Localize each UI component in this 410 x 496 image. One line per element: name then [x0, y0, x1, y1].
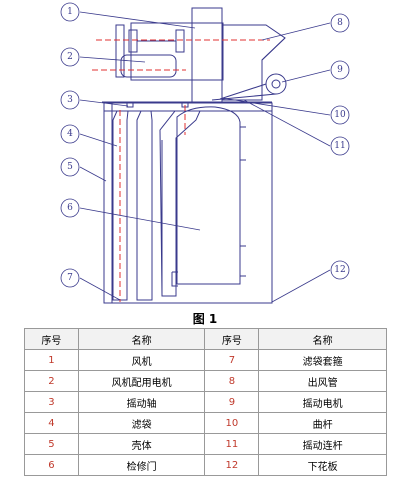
leader-10 [221, 97, 331, 116]
index-cell: 6 [24, 454, 79, 476]
filter-bag-1 [112, 110, 129, 301]
name-cell: 摇动连杆 [258, 433, 387, 455]
index-cell: 4 [24, 412, 79, 434]
callout-label-12: 12 [334, 265, 345, 275]
leader-9 [281, 69, 331, 83]
shaking-motor-hub [271, 79, 281, 89]
callout-label-2: 2 [67, 52, 73, 62]
callout-label-1: 1 [67, 7, 73, 17]
outlet-pipe-seam [261, 37, 286, 61]
motor-mount [115, 24, 125, 78]
door-handle [171, 271, 178, 287]
index-cell: 5 [24, 433, 79, 455]
callout-circle-8 [330, 13, 350, 33]
index-cell: 7 [204, 349, 260, 371]
callout-circle-1 [60, 2, 80, 22]
filter-bag-3 [159, 110, 201, 297]
bag-filter-diagram: 1 2 3 4 5 6 7 8 9 10 11 12 [60, 2, 350, 304]
name-cell: 摇动轴 [77, 391, 206, 413]
index-cell: 3 [24, 391, 79, 413]
callout-circle-10 [330, 105, 350, 125]
callout-circle-5 [60, 157, 80, 177]
name-cell: 滤袋套箍 [258, 349, 387, 371]
name-cell: 风机配用电机 [77, 370, 206, 392]
leader-2 [79, 56, 146, 63]
name-cell: 风机 [77, 349, 206, 371]
callout-circle-3 [60, 90, 80, 110]
leader-6 [79, 207, 201, 231]
header-name-a: 名称 [77, 328, 206, 350]
leader-11 [243, 99, 331, 147]
name-cell: 摇动电机 [258, 391, 387, 413]
leader-5 [79, 166, 107, 182]
name-cell: 滤袋 [77, 412, 206, 434]
header-index-a: 序号 [24, 328, 79, 350]
callout-label-5: 5 [67, 162, 73, 172]
callout-label-6: 6 [67, 203, 73, 213]
table-row: 2 风机配用电机 8 出风管 [24, 370, 387, 392]
callout-label-7: 7 [67, 273, 73, 283]
callout-label-11: 11 [334, 141, 345, 151]
parts-table: 序号 名称 序号 名称 1 风机 7 滤袋套箍 2 风机配用电机 8 出风管 3… [24, 328, 387, 476]
callout-label-9: 9 [337, 65, 343, 75]
figure-caption: 图 1 [192, 312, 218, 326]
callout-label-8: 8 [337, 18, 343, 28]
table-row: 5 壳体 11 摇动连杆 [24, 433, 387, 455]
filter-bag-2 [136, 110, 153, 301]
shaking-linkage [211, 93, 277, 101]
callout-label-10: 10 [334, 110, 346, 120]
index-cell: 8 [204, 370, 260, 392]
header-name-b: 名称 [258, 328, 387, 350]
pulley-right [175, 29, 185, 53]
index-cell: 1 [24, 349, 79, 371]
fan-housing [191, 7, 223, 104]
fan-motor [120, 54, 177, 78]
leader-8 [261, 22, 331, 41]
index-cell: 12 [204, 454, 260, 476]
leader-1 [79, 11, 196, 29]
header-index-b: 序号 [204, 328, 260, 350]
table-row: 1 风机 7 滤袋套箍 [24, 349, 387, 371]
callout-circle-12 [330, 260, 350, 280]
access-door [176, 106, 241, 285]
index-cell: 10 [204, 412, 260, 434]
callout-circle-11 [330, 136, 350, 156]
name-cell: 检修门 [77, 454, 206, 476]
name-cell: 下花板 [258, 454, 387, 476]
table-row: 3 摇动轴 9 摇动电机 [24, 391, 387, 413]
index-cell: 11 [204, 433, 260, 455]
index-cell: 9 [204, 391, 260, 413]
name-cell: 出风管 [258, 370, 387, 392]
table-row: 6 检修门 12 下花板 [24, 454, 387, 476]
name-cell: 曲杆 [258, 412, 387, 434]
table-header-row: 序号 名称 序号 名称 [24, 328, 387, 350]
callout-circle-9 [330, 60, 350, 80]
callout-circle-4 [60, 124, 80, 144]
index-cell: 2 [24, 370, 79, 392]
name-cell: 壳体 [77, 433, 206, 455]
table-row: 4 滤袋 10 曲杆 [24, 412, 387, 434]
callout-circle-2 [60, 47, 80, 67]
pulley-left [128, 29, 138, 53]
leader-4 [79, 133, 118, 147]
callout-circle-6 [60, 198, 80, 218]
leader-7 [79, 277, 121, 301]
leader-12 [271, 269, 331, 303]
leader-3 [79, 99, 129, 107]
callout-circle-7 [60, 268, 80, 288]
shaking-motor [265, 73, 287, 95]
crank-rod [219, 83, 267, 100]
housing-shell [103, 102, 273, 304]
callout-label-4: 4 [67, 129, 73, 139]
callout-label-3: 3 [67, 95, 73, 105]
